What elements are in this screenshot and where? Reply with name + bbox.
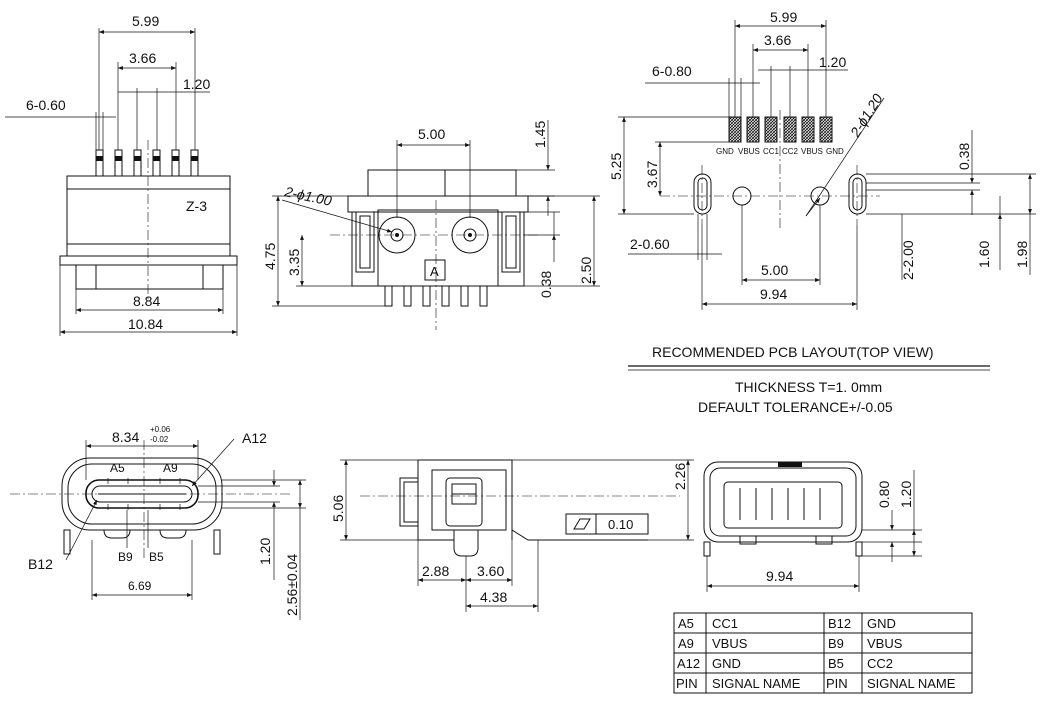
dim-2-56: 2.56±0.04 [284,554,300,616]
table-cell: GND [867,616,896,631]
dim-3-60: 3.60 [477,563,504,579]
dim-1-20-opening: 1.20 [257,538,273,565]
pin-label-b9: B9 [118,550,133,564]
pcb-layout-title: RECOMMENDED PCB LAYOUT(TOP VIEW) [652,344,934,360]
pcb-layout-view: GND VBUS CC1 CC2 VBUS GND 5.99 3.66 1. [608,9,1036,415]
pcb-dim-0-38: 0.38 [956,143,972,170]
table-cell: A9 [678,636,694,651]
pcb-dim-5-00: 5.00 [761,262,788,278]
pad-label-1: GND [716,147,734,156]
top-side-view: 5.99 3.66 1.20 6-0.60 Z-3 8.84 10.84 [5,13,238,336]
table-cell: CC2 [867,656,893,671]
top-front-view: A 5.00 1.45 2-ϕ1.00 4.75 3.35 0.38 2. [262,120,600,330]
pad-label-4: CC2 [782,147,799,156]
dim-6-69: 6.69 [128,579,152,593]
table-header-cell: SIGNAL NAME [712,676,801,691]
pcb-dim-9-94: 9.94 [760,286,787,302]
dim-5-06: 5.06 [330,495,346,522]
slot-left [693,173,712,215]
pcb-dim-1-98: 1.98 [1014,241,1030,268]
note-tolerance: DEFAULT TOLERANCE+/-0.05 [698,399,893,415]
dim-2-88: 2.88 [422,563,449,579]
pin-label-a5: A5 [110,461,125,475]
pcb-dim-1-60: 1.60 [976,241,992,268]
table-cell: A5 [678,616,694,631]
dim-1-20: 1.20 [183,76,210,92]
rear-dim-0-80: 0.80 [876,481,892,508]
pin-label-b12: B12 [28,556,53,572]
pad-label-6: GND [826,147,844,156]
pcb-dim-1-20: 1.20 [819,54,846,70]
pin-label-a12: A12 [242,430,267,446]
dim-3-35: 3.35 [286,249,302,276]
flatness-value: 0.10 [608,517,633,532]
bottom-rear-view: 9.94 0.80 1.20 [703,461,922,592]
pcb-dim-2-2-00: 2-2.00 [900,240,916,280]
pcb-dim-2-phi-1-20: 2-ϕ1.20 [846,91,885,141]
dim-3-66: 3.66 [129,50,156,66]
pin-label-a9: A9 [163,461,178,475]
dim-1-45: 1.45 [532,121,548,148]
pcb-dim-5-25: 5.25 [608,153,624,180]
dim-5-00: 5.00 [418,126,445,142]
table-cell: CC1 [712,616,738,631]
pin-label-b5: B5 [149,550,164,564]
shell-top [367,169,517,197]
tol-minus: -0.02 [150,435,169,444]
dim-8-34: 8.34 [112,429,139,445]
dim-0-38-front: 0.38 [538,271,554,298]
table-header-cell: PIN [826,676,848,691]
table-cell: B12 [828,616,851,631]
table-cell: VBUS [867,636,903,651]
pin-row [95,149,199,177]
bottom-side-view: 0.10 5.06 2.26 2.88 3.60 4.38 [330,459,694,612]
tol-plus: +0.06 [150,425,171,434]
rear-dim-1-20: 1.20 [898,481,914,508]
table-cell: GND [712,656,741,671]
flatness-frame [565,513,649,535]
table-cell: B5 [828,656,844,671]
slot-right [848,173,867,215]
rear-outline [703,461,863,543]
table-header-cell: SIGNAL NAME [867,676,956,691]
flatness-icon [573,518,591,530]
pcb-dim-6-0-80: 6-0.80 [652,63,692,79]
pad-label-3: CC1 [763,147,780,156]
dim-2-50: 2.50 [578,257,594,284]
pcb-dim-5-99: 5.99 [770,9,797,25]
pad-label-2: VBUS [738,147,760,156]
table-header-cell: PIN [676,676,698,691]
dim-2-26: 2.26 [672,463,688,490]
bottom-front-view: A5 A9 A12 B12 B9 B5 8.34 +0.06 -0.02 6.6… [10,425,306,620]
dim-4-75: 4.75 [262,243,278,270]
dim-10-84: 10.84 [128,316,163,332]
pcb-pads [728,116,833,143]
note-thickness: THICKNESS T=1. 0mm [735,379,882,395]
table-cell: A12 [677,656,700,671]
datum-a: A [430,264,439,279]
dim-5-99: 5.99 [132,13,159,29]
dim-8-84: 8.84 [133,293,160,309]
marking-z3: Z-3 [186,198,207,214]
pcb-dim-2-0-60: 2-0.60 [630,236,670,252]
table-cell: VBUS [712,636,748,651]
rear-dim-9-94: 9.94 [766,568,793,584]
dim-4-38: 4.38 [480,589,507,605]
pad-label-5: VBUS [801,147,823,156]
pcb-dim-3-67: 3.67 [644,161,660,188]
pcb-dim-3-66: 3.66 [764,32,791,48]
pin-signal-table: A5 CC1 B12 GND A9 VBUS B9 VBUS A12 GND B… [673,612,973,694]
table-cell: B9 [828,636,844,651]
dim-6-0-60: 6-0.60 [26,97,66,113]
